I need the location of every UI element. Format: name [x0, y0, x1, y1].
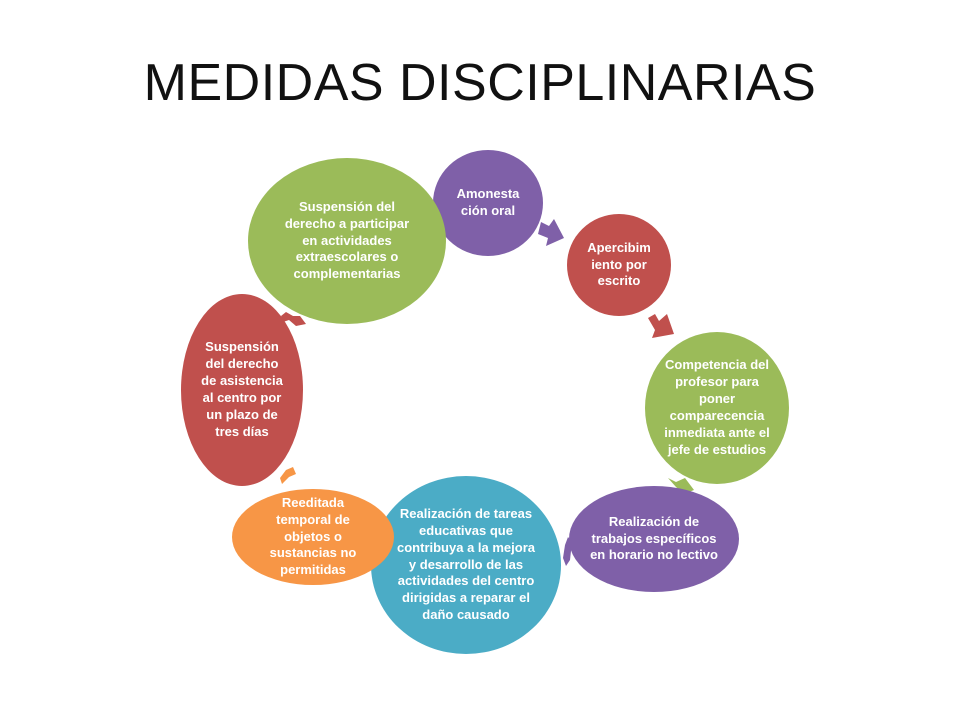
arrow-1-to-2 — [538, 219, 564, 246]
arrow-6-to-7 — [280, 467, 296, 484]
node-suspension-asistencia: Suspensión del derecho de asistencia al … — [181, 294, 303, 486]
arrow-7-to-8 — [281, 312, 306, 326]
node-amonestacion-oral: Amonesta ción oral — [433, 150, 543, 256]
node-reeditada-temporal-label: Reeditada temporal de objetos o sustanci… — [269, 494, 357, 578]
node-competencia-profesor: Competencia del profesor para poner comp… — [645, 332, 789, 484]
node-suspension-asistencia-label: Suspensión del derecho de asistencia al … — [201, 339, 283, 439]
arrow-2-to-3 — [648, 314, 674, 338]
node-suspension-actividades-label: Suspensión del derecho a participar en a… — [284, 198, 410, 282]
node-tareas-educativas: Realización de tareas educativas que con… — [371, 476, 561, 654]
node-amonestacion-oral-label: Amonesta ción oral — [456, 186, 520, 218]
node-tareas-educativas-label: Realización de tareas educativas que con… — [397, 505, 535, 623]
slide-title: MEDIDAS DISCIPLINARIAS — [143, 54, 817, 112]
node-trabajos-especificos-label: Realización de trabajos específicos en h… — [590, 513, 718, 563]
node-apercibimiento-escrito-label: Apercibim iento por escrito — [587, 239, 651, 289]
node-reeditada-temporal: Reeditada temporal de objetos o sustanci… — [232, 489, 394, 585]
node-suspension-actividades: Suspensión del derecho a participar en a… — [248, 158, 446, 324]
node-competencia-profesor-label: Competencia del profesor para poner comp… — [664, 357, 770, 457]
node-apercibimiento-escrito: Apercibim iento por escrito — [567, 214, 671, 316]
node-trabajos-especificos: Realización de trabajos específicos en h… — [569, 486, 739, 592]
